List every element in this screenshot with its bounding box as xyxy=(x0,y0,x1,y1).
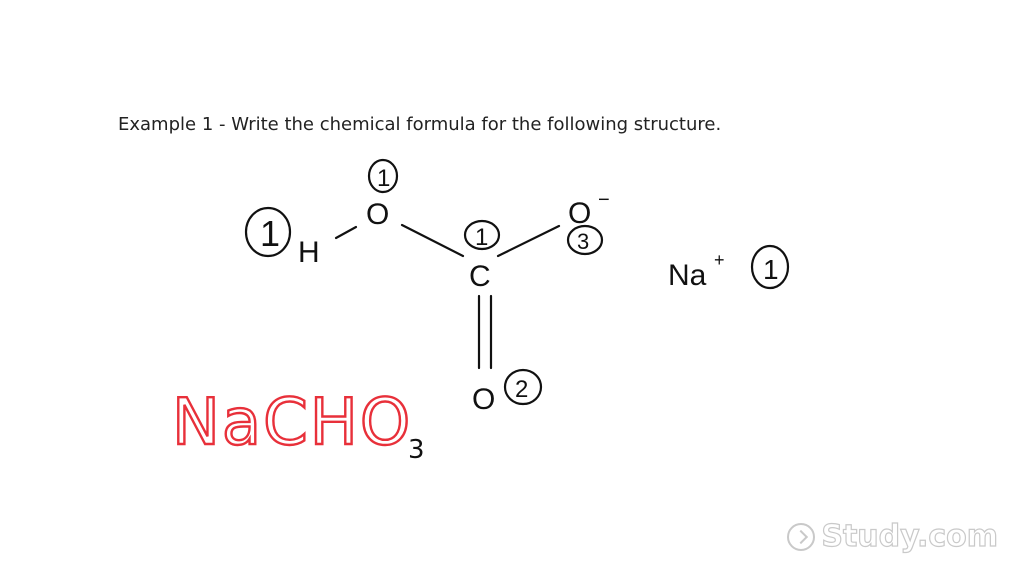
svg-text:1: 1 xyxy=(377,165,390,192)
count-o-left-annotation: 1 xyxy=(367,158,399,194)
atom-na: Na xyxy=(668,259,707,292)
study-logo-icon xyxy=(787,522,816,551)
svg-text:1: 1 xyxy=(260,213,280,254)
count-h-annotation: 1 xyxy=(244,206,292,258)
atom-c: C xyxy=(469,260,491,293)
charge-o-right: − xyxy=(598,189,610,211)
answer-formula: NaCHO 3 xyxy=(171,385,425,465)
answer-subscript: 3 xyxy=(408,435,425,465)
watermark-text: Study.com xyxy=(821,518,999,554)
count-o-bottom-annotation: 2 xyxy=(503,368,543,406)
atom-o-bottom: O xyxy=(472,383,495,416)
bond-h-o xyxy=(334,225,358,240)
example-prompt: Example 1 - Write the chemical formula f… xyxy=(118,114,722,135)
atom-o-right: O xyxy=(568,197,591,230)
charge-na: + xyxy=(714,250,725,270)
atom-h: H xyxy=(298,236,320,269)
bond-o-c xyxy=(400,223,465,258)
study-watermark: Study.com xyxy=(787,518,999,555)
svg-text:3: 3 xyxy=(577,229,589,254)
svg-text:1: 1 xyxy=(475,224,488,251)
answer-formula-main: NaCHO xyxy=(172,386,412,460)
count-o-right-annotation: 3 xyxy=(566,224,604,256)
atom-o-left: O xyxy=(366,198,389,231)
count-na-annotation: 1 xyxy=(750,244,790,290)
svg-text:2: 2 xyxy=(515,376,528,403)
count-c-annotation: 1 xyxy=(463,219,501,251)
svg-text:1: 1 xyxy=(763,254,779,285)
bond-c-o-right xyxy=(496,224,561,258)
